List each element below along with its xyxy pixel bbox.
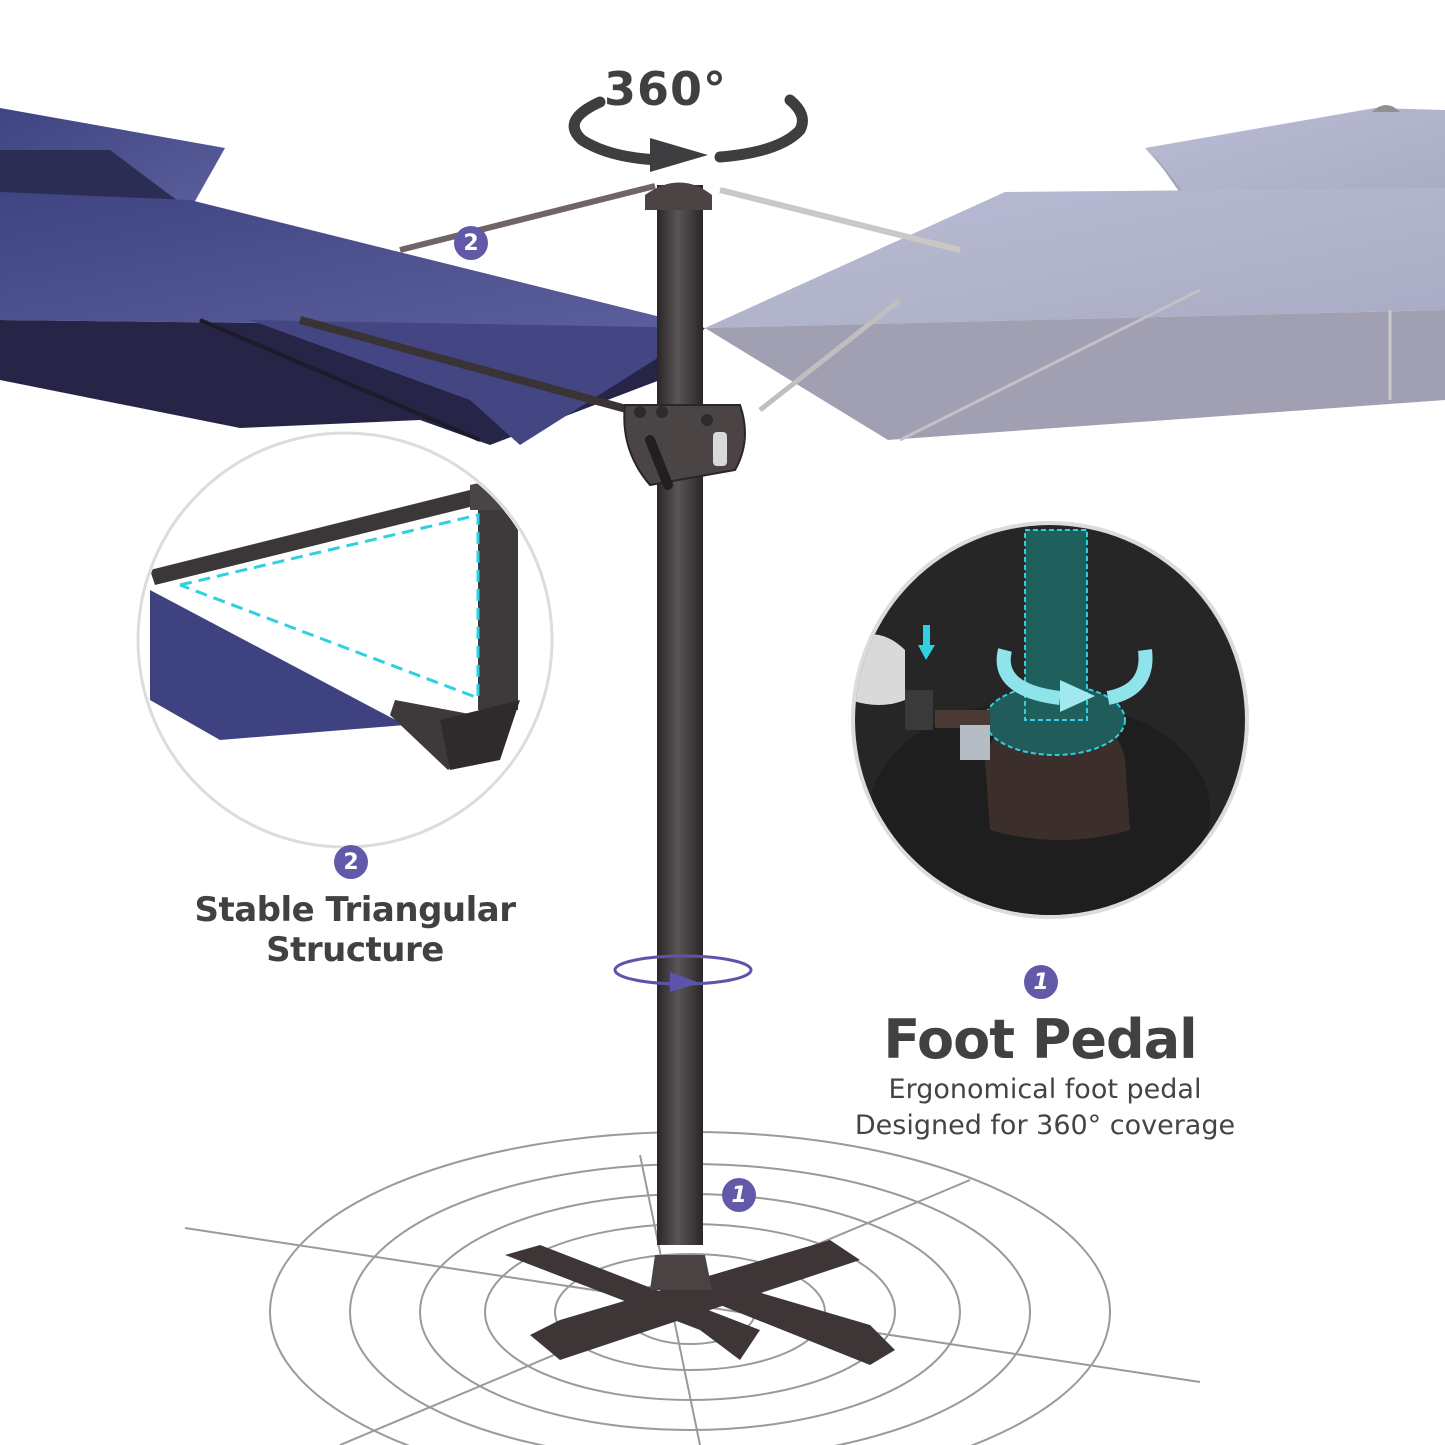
triangle-highlight-dash <box>179 513 480 701</box>
feature-2-title-line2: Structure <box>266 930 444 970</box>
pole-rotation-ring-icon <box>613 954 753 992</box>
front-umbrella-left <box>0 108 705 445</box>
triangular-structure-inset <box>136 431 554 849</box>
feature-1-desc-line1: Ergonomical foot pedal <box>888 1074 1202 1105</box>
strut-callout-badge: 2 <box>454 226 488 260</box>
feature-1-title: Foot Pedal <box>883 1008 1197 1071</box>
base-callout-badge: 1 <box>722 1178 756 1212</box>
rotation-arrowhead-icon <box>650 138 708 172</box>
feature-1-description: Ergonomical foot pedal Designed for 360°… <box>800 1072 1290 1144</box>
foot-pedal-inset <box>851 521 1249 919</box>
feature-2-title-line1: Stable Triangular <box>194 890 516 930</box>
feature-1-desc-line2: Designed for 360° coverage <box>854 1110 1236 1141</box>
umbrella-pole <box>657 185 703 1245</box>
ghost-umbrella-right <box>705 105 1445 442</box>
rotation-arrow-top-icon <box>568 94 808 166</box>
feature-1-badge: 1 <box>1024 965 1058 999</box>
cross-base <box>505 1240 895 1365</box>
feature-2-badge: 2 <box>334 845 368 879</box>
feature-2-heading: Stable Triangular Structure <box>150 890 560 970</box>
rotation-360-label: 360° <box>604 62 728 116</box>
